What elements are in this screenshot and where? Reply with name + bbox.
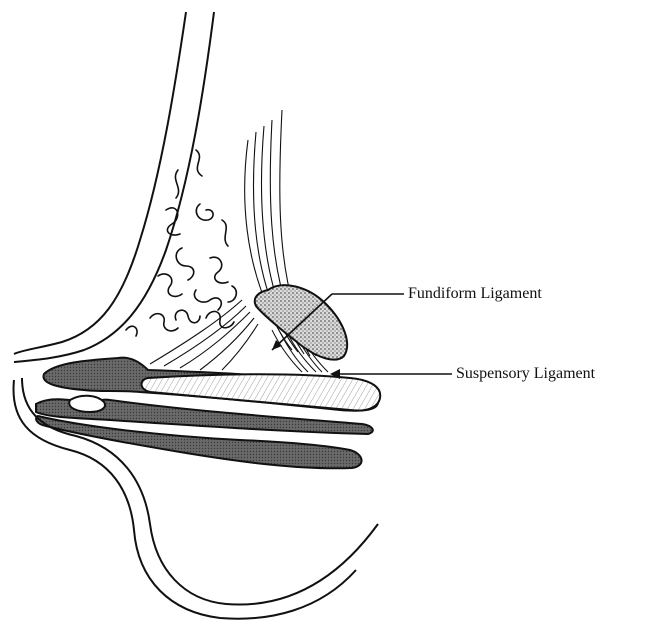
abdominal-wall: [14, 12, 214, 362]
suspensory-ligament-label: Suspensory Ligament: [456, 366, 595, 382]
fundiform-ligament-label: Fundiform Ligament: [408, 286, 542, 302]
fat-tissue: [126, 150, 236, 336]
penile-shaft: [36, 358, 380, 469]
